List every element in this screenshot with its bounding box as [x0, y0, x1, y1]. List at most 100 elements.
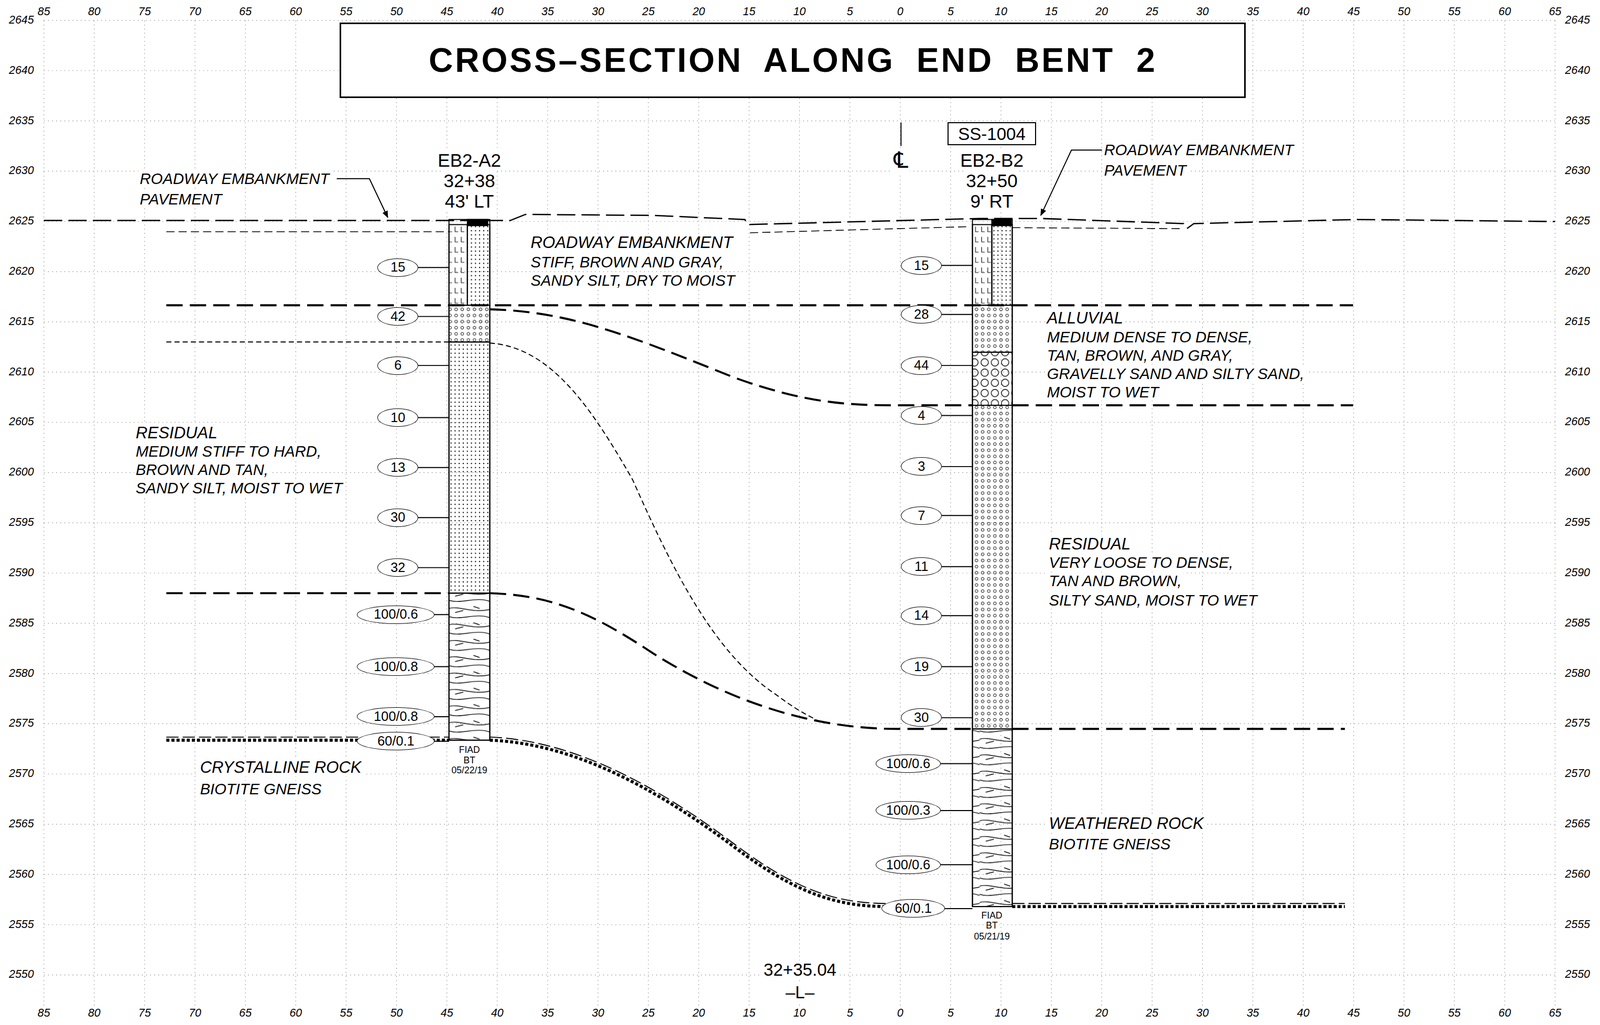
node-text: 15 [913, 258, 929, 272]
node-text: 28 [913, 307, 929, 321]
node-text: 6 [394, 358, 402, 372]
weathered-rock-fill [972, 728, 1013, 907]
annotation: EB2-B2 [958, 149, 1026, 171]
ground-surface [44, 214, 1556, 229]
pavement-line [166, 226, 1184, 233]
elevation-number: 2570 [7, 767, 36, 780]
grid-line [1302, 20, 1304, 1006]
residual-fill [449, 341, 491, 593]
annotation: 05/22/19 [450, 765, 489, 776]
elevation-number: 2615 [7, 315, 36, 329]
grid-line [44, 472, 1556, 473]
spt-blow-count: 30 [377, 508, 419, 527]
elevation-number: 2600 [1563, 465, 1592, 479]
offset-axis-number: 35 [1245, 6, 1261, 19]
offset-axis-number: 70 [187, 6, 203, 19]
annotation: PAVEMENT [1102, 161, 1189, 179]
elevation-number: 2605 [7, 416, 36, 429]
spt-blow-count: 15 [900, 256, 942, 275]
crystalline-rock-line [166, 739, 1345, 907]
offset-axis-number: 10 [791, 1007, 808, 1020]
offset-axis-number: 5 [945, 1007, 956, 1020]
offset-axis-number: 45 [1345, 1007, 1362, 1020]
elevation-number: 2550 [1563, 968, 1592, 982]
spt-blow-count: 100/0.8 [356, 706, 435, 726]
annotation: VERY LOOSE TO DENSE, [1047, 553, 1235, 571]
spt-blow-count: 19 [900, 657, 942, 676]
grid-line [547, 20, 548, 1006]
elevation-number: 2645 [7, 14, 36, 27]
node-text: 100/0.8 [373, 659, 418, 673]
offset-axis-number: 15 [741, 6, 758, 19]
offset-axis-number: 55 [338, 1007, 355, 1020]
annotation: BT [461, 755, 477, 766]
elevation-number: 2630 [1563, 165, 1592, 178]
offset-axis-number: 50 [388, 1007, 405, 1020]
annotation: ℄ [892, 147, 911, 173]
node-text: 4 [917, 408, 925, 422]
spt-blow-count: 60/0.1 [881, 898, 945, 918]
grid-line [44, 522, 1556, 524]
spt-blow-count: 100/0.6 [875, 855, 942, 874]
spt-blow-count: 13 [377, 458, 419, 477]
elevation-number: 2590 [7, 566, 36, 580]
elevation-number: 2640 [1563, 64, 1592, 78]
offset-axis-number: 55 [338, 6, 355, 19]
grid-line [1202, 20, 1203, 1006]
node-text: 100/0.6 [373, 607, 418, 621]
elevation-number: 2645 [1563, 14, 1592, 27]
node-text: 3 [917, 459, 925, 473]
elevation-number: 2565 [1563, 817, 1592, 831]
offset-axis-number: 40 [489, 6, 506, 19]
borehole-eb2-a2 [449, 219, 491, 740]
annotation: PAVEMENT [138, 190, 224, 208]
grid-line [44, 873, 1556, 875]
grid-line [1454, 20, 1455, 1006]
weathered-rock-fill [449, 592, 491, 740]
elevation-number: 2625 [7, 214, 36, 228]
grid-line [44, 572, 1556, 573]
grid-line [144, 20, 145, 1006]
title-box: CROSS–SECTION ALONG END BENT 2 [339, 22, 1246, 99]
grid-line [1051, 20, 1052, 1006]
offset-axis-number: 30 [1194, 6, 1211, 19]
weathered-rock-boundary [166, 592, 1345, 729]
offset-axis-number: 5 [845, 6, 855, 19]
alluvial-fill [449, 305, 491, 342]
node-text: 100/0.6 [886, 857, 931, 872]
grid-line [245, 20, 246, 1006]
offset-axis-number: 60 [1496, 1007, 1513, 1020]
annotation: WEATHERED ROCK [1047, 814, 1206, 833]
grid-line [1101, 20, 1103, 1006]
embankment-fill [449, 224, 468, 306]
node-text: 100/0.3 [886, 803, 931, 817]
offset-axis-number: 35 [1245, 1007, 1261, 1020]
annotation: TAN, BROWN, AND GRAY, [1045, 346, 1235, 364]
annotation: MEDIUM STIFF TO HARD, [134, 442, 323, 460]
offset-axis-number: 45 [1345, 6, 1362, 19]
strata-lines [44, 122, 1556, 909]
node-text: SS-1004 [958, 125, 1026, 143]
node-text: 10 [390, 410, 406, 424]
elevation-number: 2580 [7, 667, 36, 680]
pavement-cap [467, 219, 488, 226]
offset-axis-number: 30 [1194, 1007, 1211, 1020]
grid-line [43, 20, 45, 1006]
spt-blow-count: 7 [900, 506, 942, 525]
node-text: 15 [390, 260, 406, 274]
grid-line [1403, 20, 1404, 1006]
grid-line [44, 371, 1556, 373]
spt-blow-count: 100/0.6 [356, 605, 435, 624]
grid-line [950, 20, 951, 1006]
alluvial-boundary [490, 309, 1354, 406]
annotation: SILTY SAND, MOIST TO WET [1047, 591, 1259, 609]
offset-axis-number: 45 [439, 1007, 455, 1020]
offset-axis-number: 20 [1093, 1007, 1110, 1020]
grid-line [698, 20, 700, 1006]
annotation: CRYSTALLINE ROCK [198, 758, 364, 777]
crystalline-rock-line [166, 736, 1345, 903]
spt-blow-count: 10 [377, 408, 419, 427]
node-text: 30 [390, 510, 406, 524]
sample-id-box: SS-1004 [947, 122, 1037, 146]
offset-axis-number: 60 [287, 1007, 304, 1020]
